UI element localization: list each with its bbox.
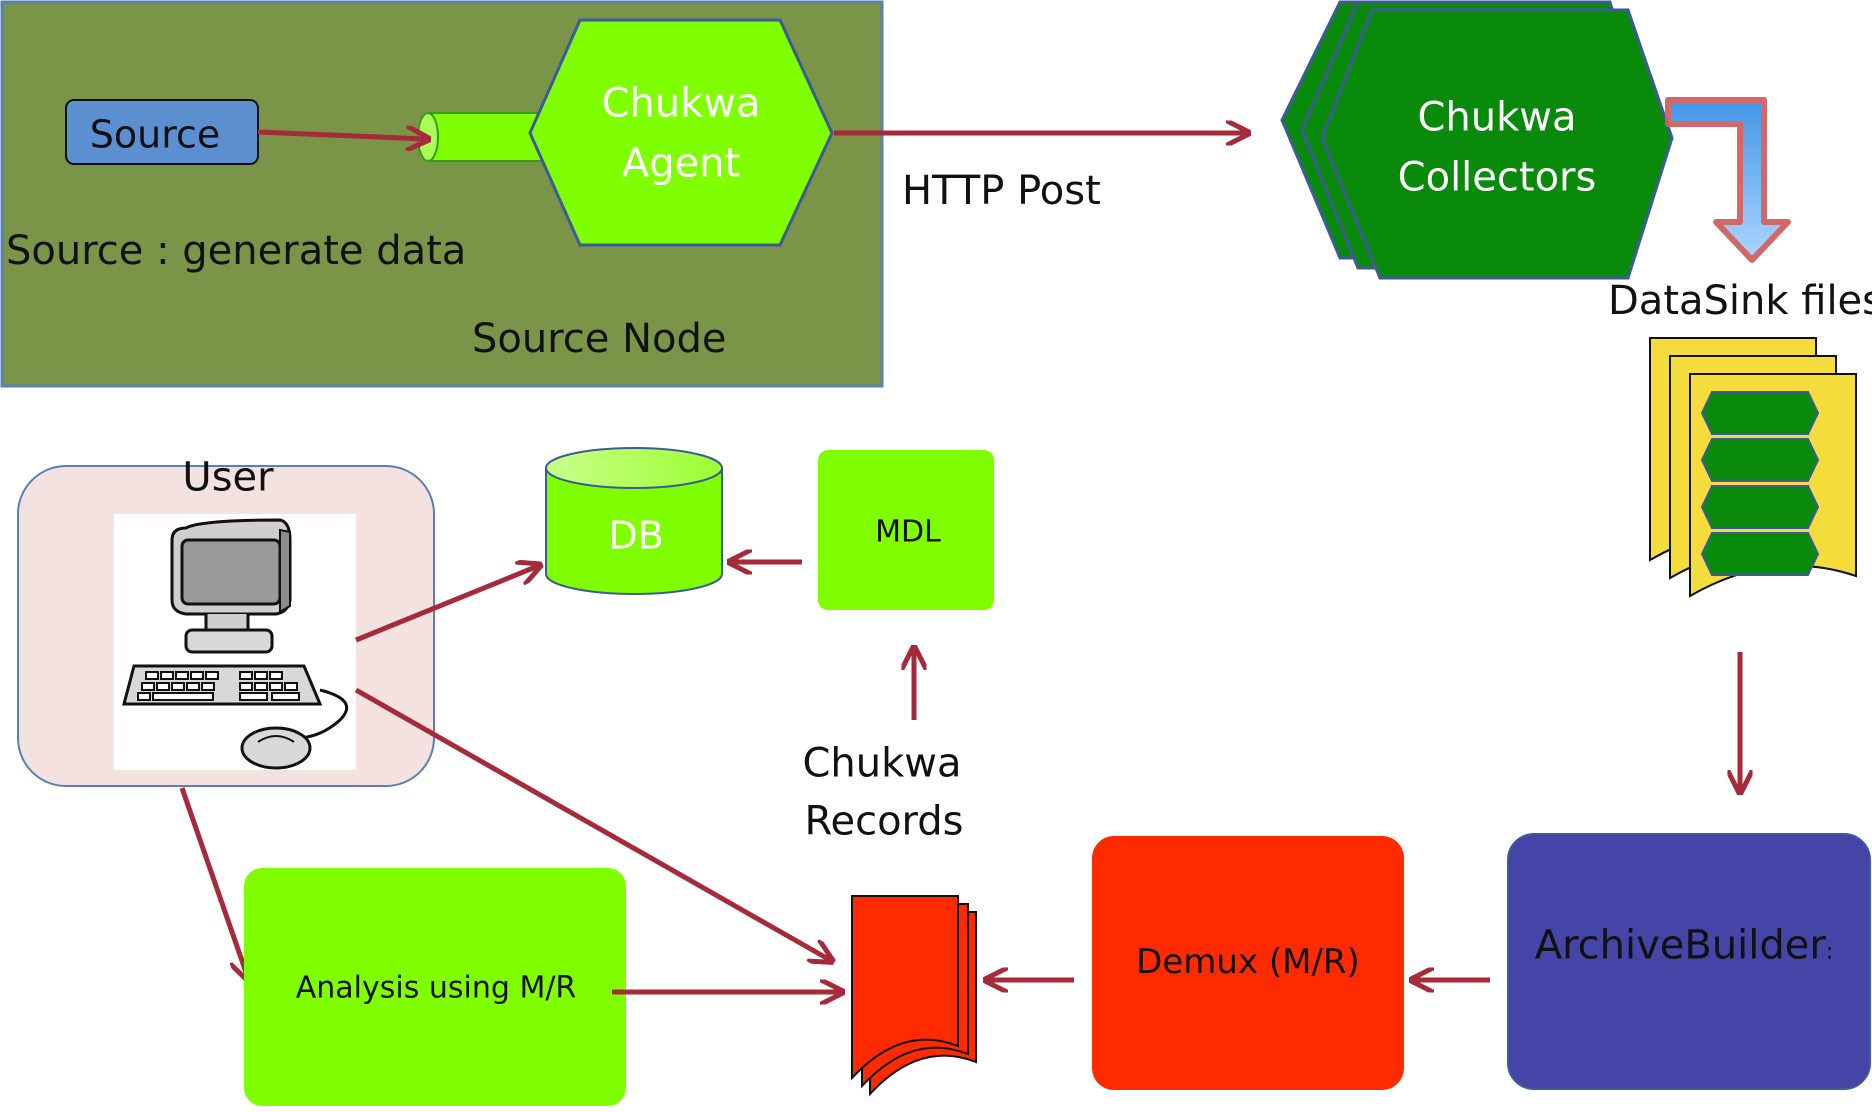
archivebuilder-suffix: : xyxy=(1825,939,1834,965)
arrow-user-to-db xyxy=(355,566,538,643)
arrow-user-to-records xyxy=(354,687,830,960)
records-document-icon xyxy=(851,895,977,1097)
records-label-line2: Records xyxy=(804,798,964,845)
demux-box xyxy=(1092,836,1404,1090)
source-caption: Source : generate data xyxy=(6,228,467,274)
user-label: User xyxy=(182,454,274,501)
datasink-label: DataSink files xyxy=(1608,278,1872,324)
source-node-label: Source Node xyxy=(472,316,727,362)
collectors-stack xyxy=(1280,0,1674,280)
agent-label-line1: Chukwa xyxy=(601,80,761,127)
datasink-files-icon xyxy=(1649,337,1857,598)
demux-label: Demux (M/R) xyxy=(1136,941,1360,982)
db-cylinder xyxy=(545,447,723,595)
collectors-hexagon xyxy=(1320,8,1674,280)
mdl-label: MDL xyxy=(875,514,941,550)
mdl-box xyxy=(818,450,994,610)
collectors-label-line1: Chukwa xyxy=(1417,94,1577,141)
db-label: DB xyxy=(608,513,664,558)
arrow-user-to-analysis xyxy=(179,787,248,978)
archivebuilder-box xyxy=(1507,833,1871,1090)
http-post-label: HTTP Post xyxy=(902,168,1101,214)
source-label: Source xyxy=(89,112,221,157)
archivebuilder-label: ArchiveBuilder: xyxy=(1535,922,1834,969)
chukwa-agent-hexagon xyxy=(528,18,834,247)
analysis-label: Analysis using M/R xyxy=(295,970,577,1006)
collectors-label-line2: Collectors xyxy=(1397,154,1597,201)
analysis-box xyxy=(244,868,626,1106)
arrow-source-to-agent xyxy=(257,132,426,139)
records-label-line1: Chukwa xyxy=(802,740,962,787)
agent-label-line2: Agent xyxy=(621,140,741,187)
archivebuilder-name: ArchiveBuilder xyxy=(1534,922,1826,969)
computer-icon xyxy=(114,514,356,770)
bent-arrow-to-datasink xyxy=(1665,97,1791,263)
